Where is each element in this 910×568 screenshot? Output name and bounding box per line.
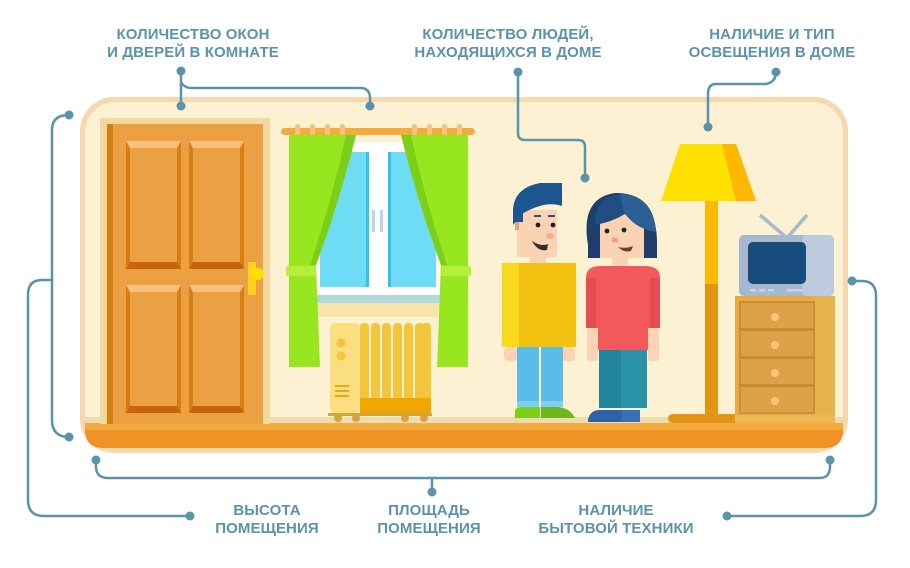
floor-lamp-icon [661, 144, 756, 423]
connector-height-bracket [50, 113, 71, 439]
label-people-line2: НАХОДЯЩИХСЯ В ДОМЕ [414, 44, 602, 61]
connector-dots [64, 66, 857, 521]
label-room-area: ПЛОЩАДЬ ПОМЕЩЕНИЯ [362, 502, 496, 538]
label-appliances-line1: НАЛИЧИЕ [578, 502, 654, 519]
label-windows-doors: КОЛИЧЕСТВО ОКОН И ДВЕРЕЙ В КОМНАТЕ [86, 26, 300, 62]
label-area-line2: ПОМЕЩЕНИЯ [377, 520, 481, 537]
connector-lines [26, 69, 878, 518]
door-handle-icon [248, 262, 256, 295]
connector-lighting [706, 70, 778, 129]
man-icon [502, 183, 576, 418]
label-appliances-line2: БЫТОВОЙ ТЕХНИКИ [538, 520, 694, 537]
label-height-line2: ПОМЕЩЕНИЯ [215, 520, 319, 537]
label-area-line1: ПЛОЩАДЬ [388, 502, 470, 519]
label-people-count: КОЛИЧЕСТВО ЛЮДЕЙ, НАХОДЯЩИХСЯ В ДОМЕ [398, 26, 618, 62]
connector-height [26, 278, 192, 518]
label-room-height: ВЫСОТА ПОМЕЩЕНИЯ [200, 502, 334, 538]
label-people-line1: КОЛИЧЕСТВО ЛЮДЕЙ, [422, 26, 594, 43]
label-height-line1: ВЫСОТА [233, 502, 301, 519]
connector-area-bracket [94, 458, 832, 480]
radiator-icon [328, 323, 432, 422]
tv-screen [748, 242, 806, 284]
label-lighting: НАЛИЧИЕ И ТИП ОСВЕЩЕНИЯ В ДОМЕ [674, 26, 870, 62]
tv-icon [739, 213, 834, 296]
label-appliances: НАЛИЧИЕ БЫТОВОЙ ТЕХНИКИ [524, 502, 708, 538]
connector-appliances [725, 279, 878, 518]
connector-people [516, 70, 587, 180]
woman-icon [586, 192, 660, 422]
label-lighting-line2: ОСВЕЩЕНИЯ В ДОМЕ [688, 44, 856, 61]
label-lighting-line1: НАЛИЧИЕ И ТИП [709, 26, 835, 43]
label-windows-doors-line1: КОЛИЧЕСТВО ОКОН [116, 26, 270, 43]
curtains-icon [281, 124, 475, 367]
dresser-icon [735, 296, 835, 423]
door-icon [100, 118, 270, 424]
label-windows-doors-line2: И ДВЕРЕЙ В КОМНАТЕ [107, 44, 279, 61]
